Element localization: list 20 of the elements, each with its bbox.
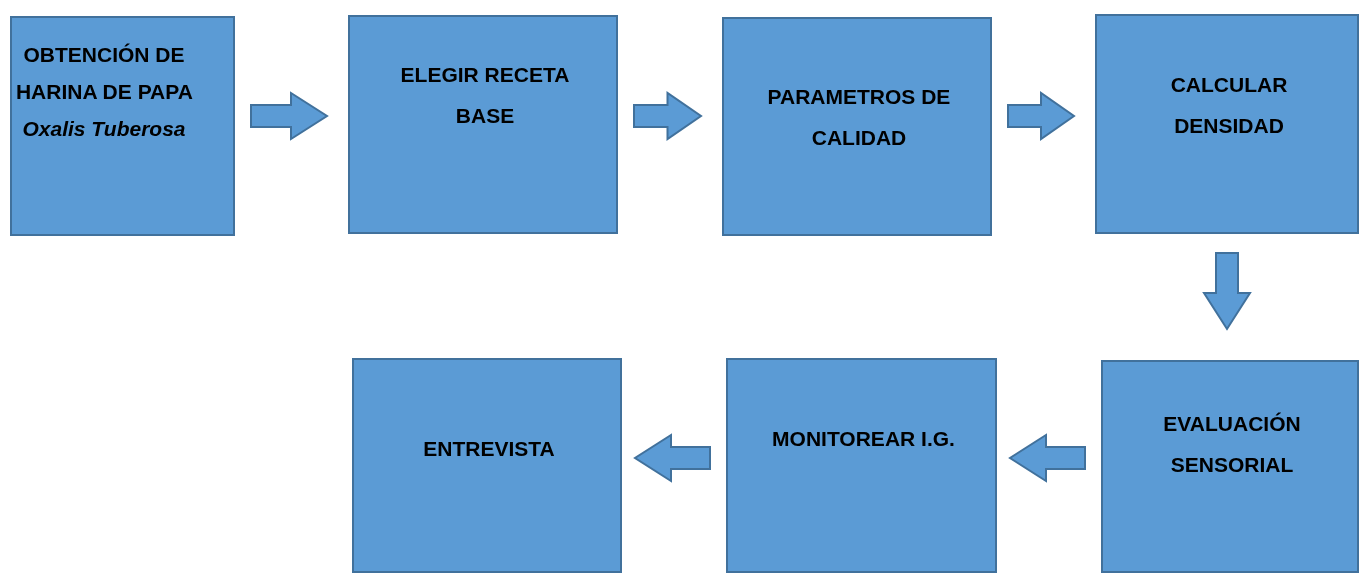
process-box bbox=[726, 358, 997, 573]
block-arrow bbox=[250, 91, 329, 141]
process-box bbox=[1101, 360, 1359, 573]
box-label: EVALUACIÓN SENSORIAL bbox=[1162, 411, 1302, 478]
process-box bbox=[722, 17, 992, 236]
box-label: CALCULAR DENSIDAD bbox=[1169, 72, 1289, 139]
box-label: PARAMETROS DE CALIDAD bbox=[766, 84, 952, 151]
block-arrow bbox=[633, 91, 703, 141]
box-label: ENTREVISTA bbox=[422, 436, 556, 462]
block-arrow bbox=[1202, 252, 1252, 331]
process-box bbox=[348, 15, 618, 234]
block-arrow bbox=[1007, 91, 1076, 141]
process-box bbox=[352, 358, 622, 573]
process-box bbox=[1095, 14, 1359, 234]
box-label: OBTENCIÓN DE HARINA DE PAPA Oxalis Tuberosa bbox=[14, 42, 194, 142]
box-label: ELEGIR RECETA BASE bbox=[399, 62, 571, 129]
block-arrow bbox=[633, 433, 711, 483]
process-box bbox=[10, 16, 235, 236]
box-label: MONITOREAR I.G. bbox=[771, 426, 956, 452]
block-arrow bbox=[1008, 433, 1086, 483]
